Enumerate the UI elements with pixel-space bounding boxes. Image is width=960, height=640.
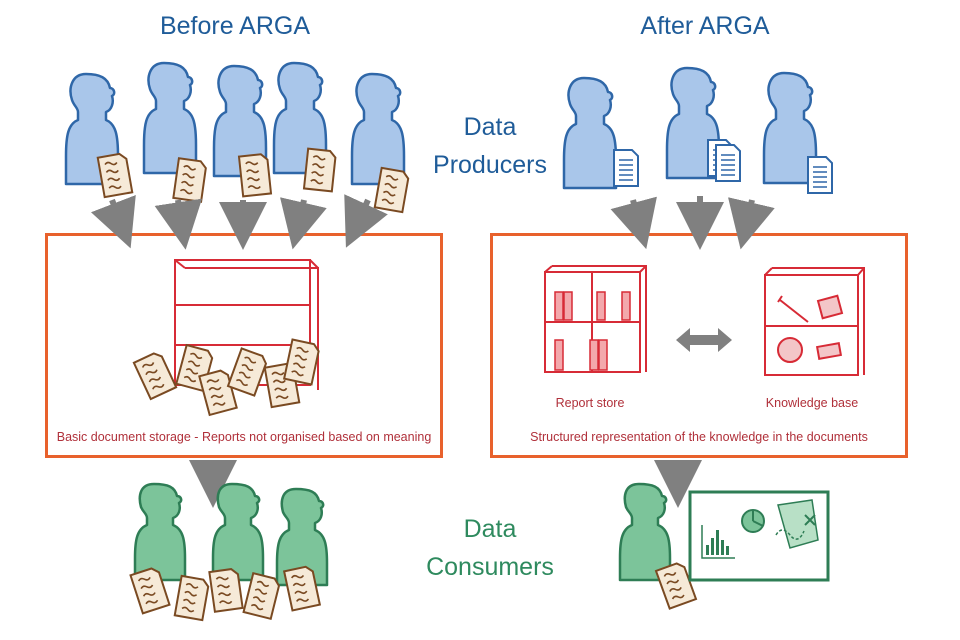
data-producers-line1: Data — [463, 113, 517, 141]
structured-document-icon — [715, 144, 741, 182]
producer-person-icon — [350, 72, 406, 186]
data-producers-line2: Producers — [433, 151, 547, 179]
after-storage-caption: Structured representation of the knowled… — [530, 430, 868, 444]
consumer-person-icon — [211, 482, 265, 582]
dashboard-board-icon — [688, 490, 830, 582]
knowledge-base-label: Knowledge base — [765, 396, 859, 410]
messy-report-icon — [173, 574, 211, 622]
before-producers — [64, 61, 411, 214]
after-arga-title: After ARGA — [640, 12, 770, 40]
messy-report-icon — [208, 567, 244, 613]
before-arga-title: Before ARGA — [159, 12, 311, 40]
messy-report-icon — [302, 147, 338, 193]
bidirectional-arrow-icon — [676, 328, 732, 352]
producer-person-icon — [142, 61, 198, 175]
report-store-icon — [544, 265, 647, 373]
producer-person-icon — [562, 76, 618, 190]
before-input-arrows — [90, 194, 388, 250]
consumer-person-icon — [618, 482, 672, 582]
messy-report-icon — [237, 152, 273, 198]
after-consumer — [618, 482, 697, 610]
after-producers — [562, 66, 833, 194]
data-consumers-line2: Consumers — [426, 553, 554, 581]
after-input-arrows — [610, 196, 775, 250]
report-store-label: Report store — [555, 396, 625, 410]
data-consumers-label: Data Consumers — [420, 510, 560, 586]
structured-document-icon — [807, 156, 833, 194]
consumer-person-icon — [133, 482, 187, 582]
document-pile-icon — [132, 338, 321, 416]
before-consumers — [129, 482, 329, 622]
data-consumers-line1: Data — [463, 515, 517, 543]
messy-report-icon — [373, 166, 411, 214]
knowledge-base-icon — [764, 267, 865, 376]
before-storage-caption: Basic document storage - Reports not org… — [56, 430, 432, 444]
data-producers-label: Data Producers — [420, 108, 560, 184]
messy-report-icon — [96, 151, 134, 199]
messy-report-icon — [172, 157, 208, 203]
structured-document-icon — [613, 149, 639, 187]
